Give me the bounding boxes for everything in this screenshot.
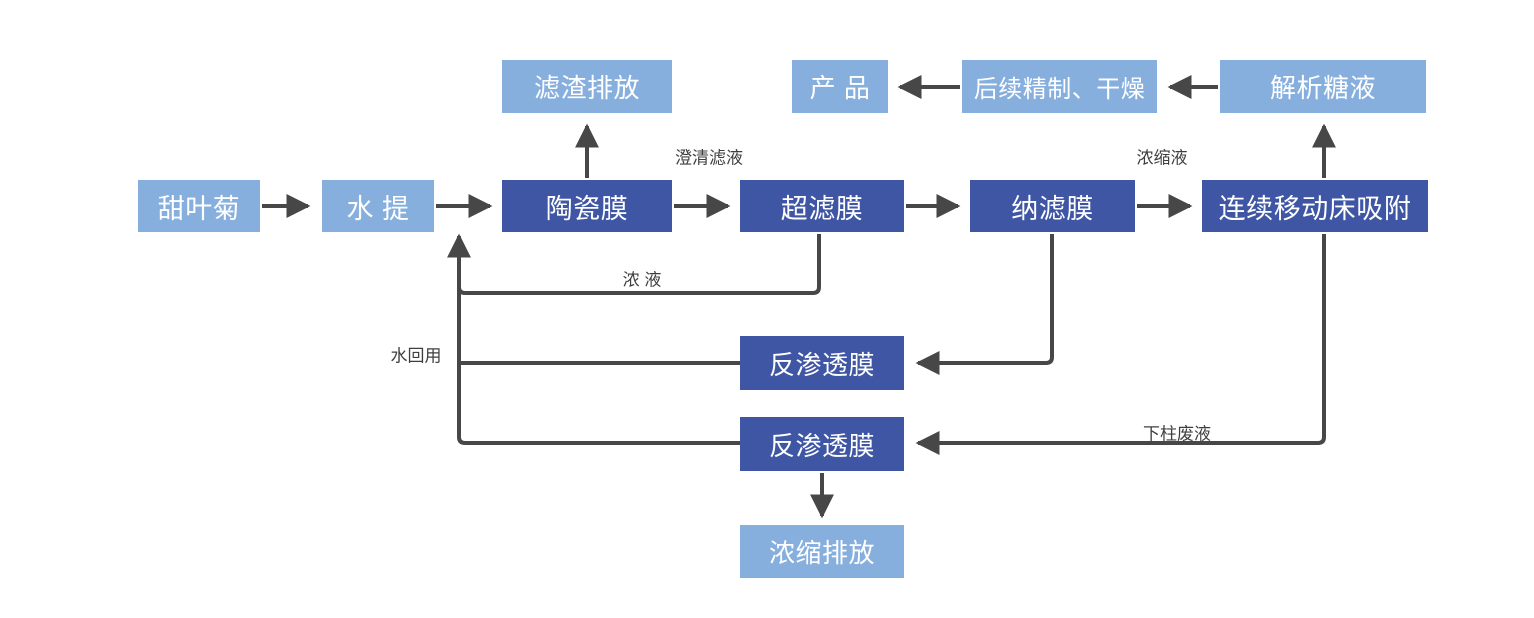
node-residue-discharge[interactable]: 滤渣排放 xyxy=(502,60,672,113)
edge-label-clear-filtrate: 澄清滤液 xyxy=(675,148,743,168)
edge-label-column-waste-liquid: 下柱废液 xyxy=(1143,424,1211,444)
node-product[interactable]: 产 品 xyxy=(792,60,888,113)
node-concentrate-discharge[interactable]: 浓缩排放 xyxy=(740,525,904,578)
node-continuous-moving-bed-adsorption[interactable]: 连续移动床吸附 xyxy=(1202,180,1428,232)
edge-label-water-reuse: 水回用 xyxy=(390,346,442,366)
node-water-extraction[interactable]: 水 提 xyxy=(322,180,434,232)
edge-nanofilter-to-ro-1 xyxy=(915,234,1054,375)
node-refining-drying[interactable]: 后续精制、干燥 xyxy=(962,60,1157,113)
edge-ro-2-to-ceramic-recycle xyxy=(457,236,740,445)
node-reverse-osmosis-membrane-1[interactable]: 反渗透膜 xyxy=(740,336,904,390)
node-reverse-osmosis-membrane-2[interactable]: 反渗透膜 xyxy=(740,417,904,471)
node-stevia[interactable]: 甜叶菊 xyxy=(138,180,260,232)
edge-label-concentrated-liquid: 浓缩液 xyxy=(1136,148,1188,168)
node-nanofiltration-membrane[interactable]: 纳滤膜 xyxy=(970,180,1135,232)
edge-label-thick-liquid: 浓 液 xyxy=(622,270,662,290)
node-desorbed-sugar-solution[interactable]: 解析糖液 xyxy=(1220,60,1426,113)
node-ceramic-membrane[interactable]: 陶瓷膜 xyxy=(502,180,672,232)
edge-moving-bed-to-ro-2 xyxy=(915,234,1326,455)
node-ultrafiltration-membrane[interactable]: 超滤膜 xyxy=(740,180,904,232)
